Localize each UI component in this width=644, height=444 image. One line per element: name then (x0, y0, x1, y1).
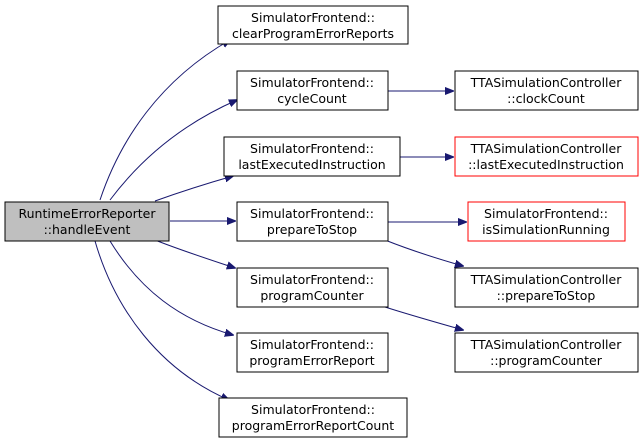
node-label-line2: lastExecutedInstruction (238, 157, 385, 172)
node-label-line2: cycleCount (277, 91, 347, 106)
edge-root-to-errreport (109, 240, 233, 335)
node-label-line2: ::handleEvent (44, 222, 131, 237)
node-label-line2: programErrorReportCount (232, 418, 394, 433)
node-label-line1: SimulatorFrontend:: (251, 402, 375, 417)
node-label-line2: programErrorReport (249, 353, 374, 368)
node-label-line1: TTASimulationController (470, 75, 623, 90)
node-label-line1: RuntimeErrorReporter (19, 206, 157, 221)
node-label-line2: ::lastExecutedInstruction (468, 157, 624, 172)
node-tta-simulation-controller-clock-count[interactable]: TTASimulationController ::clockCount (454, 70, 639, 111)
edge-prepare-to-ttaprepare (384, 239, 463, 266)
node-simulator-frontend-program-error-report[interactable]: SimulatorFrontend:: programErrorReport (236, 332, 389, 373)
node-simulator-frontend-clear-program-error-reports[interactable]: SimulatorFrontend:: clearProgramErrorRep… (217, 5, 409, 45)
node-label-line2: prepareToStop (267, 222, 357, 237)
node-tta-simulation-controller-program-counter[interactable]: TTASimulationController ::programCounter (454, 332, 639, 373)
edge-root-to-clear (99, 40, 230, 201)
edge-root-to-lastexec (154, 176, 233, 202)
node-label-line1: SimulatorFrontend:: (250, 272, 374, 287)
edges (94, 40, 466, 400)
node-simulator-frontend-program-counter[interactable]: SimulatorFrontend:: programCounter (236, 267, 389, 308)
node-label-line2: ::prepareToStop (497, 288, 596, 303)
node-simulator-frontend-program-error-report-count[interactable]: SimulatorFrontend:: programErrorReportCo… (218, 397, 408, 438)
node-simulator-frontend-is-simulation-running[interactable]: SimulatorFrontend:: isSimulationRunning (467, 201, 626, 242)
node-label-line2: programCounter (260, 288, 364, 303)
node-runtime-error-reporter-handle-event[interactable]: RuntimeErrorReporter ::handleEvent (4, 201, 170, 242)
edge-pc-to-ttapc (384, 306, 463, 330)
node-tta-simulation-controller-last-executed-instruction[interactable]: TTASimulationController ::lastExecutedIn… (454, 136, 639, 177)
node-label-line2: isSimulationRunning (482, 222, 610, 237)
node-label-line1: TTASimulationController (470, 337, 623, 352)
edge-root-to-cycle (109, 100, 237, 201)
node-label-line1: TTASimulationController (470, 272, 623, 287)
node-label-line1: SimulatorFrontend:: (250, 337, 374, 352)
edge-root-to-errcount (94, 240, 229, 400)
node-label-line1: SimulatorFrontend:: (250, 141, 374, 156)
node-label-line1: SimulatorFrontend:: (250, 75, 374, 90)
node-simulator-frontend-prepare-to-stop[interactable]: SimulatorFrontend:: prepareToStop (236, 201, 389, 242)
node-tta-simulation-controller-prepare-to-stop[interactable]: TTASimulationController ::prepareToStop (454, 267, 639, 308)
edge-root-to-pc (154, 239, 235, 268)
node-label-line1: SimulatorFrontend:: (484, 206, 608, 221)
node-simulator-frontend-cycle-count[interactable]: SimulatorFrontend:: cycleCount (236, 70, 389, 111)
node-simulator-frontend-last-executed-instruction[interactable]: SimulatorFrontend:: lastExecutedInstruct… (223, 136, 401, 177)
node-label-line2: ::programCounter (490, 353, 603, 368)
node-label-line2: clearProgramErrorReports (232, 26, 394, 41)
node-label-line1: SimulatorFrontend:: (250, 206, 374, 221)
node-label-line1: TTASimulationController (470, 141, 623, 156)
node-label-line2: ::clockCount (507, 91, 585, 106)
node-label-line1: SimulatorFrontend:: (251, 10, 375, 25)
